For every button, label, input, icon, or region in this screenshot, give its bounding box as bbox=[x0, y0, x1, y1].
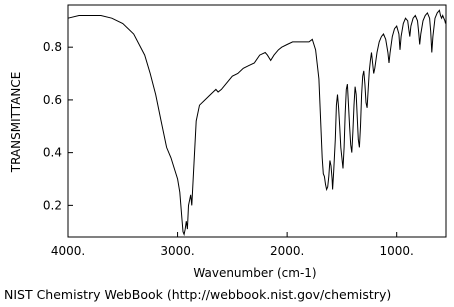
y-tick-label: 0.2 bbox=[43, 198, 62, 212]
x-axis-title: Wavenumber (cm-1) bbox=[193, 266, 316, 280]
x-axis: 4000. 3000. 2000. 1000. bbox=[51, 232, 414, 258]
y-tick-label: 0.4 bbox=[43, 146, 62, 160]
y-tick-label: 0.8 bbox=[43, 40, 62, 54]
spectrum-line bbox=[67, 9, 446, 237]
y-axis-title: TRANSMITTANCE bbox=[9, 72, 23, 174]
x-tick-label: 1000. bbox=[380, 244, 414, 258]
y-tick-label: 0.6 bbox=[43, 93, 62, 107]
x-tick-label: 3000. bbox=[160, 244, 194, 258]
source-caption: NIST Chemistry WebBook (http://webbook.n… bbox=[4, 287, 391, 302]
x-tick-label: 2000. bbox=[270, 244, 304, 258]
x-tick-label: 4000. bbox=[51, 244, 85, 258]
plot-frame bbox=[67, 4, 447, 238]
y-axis: 0.2 0.4 0.6 0.8 bbox=[43, 40, 73, 212]
